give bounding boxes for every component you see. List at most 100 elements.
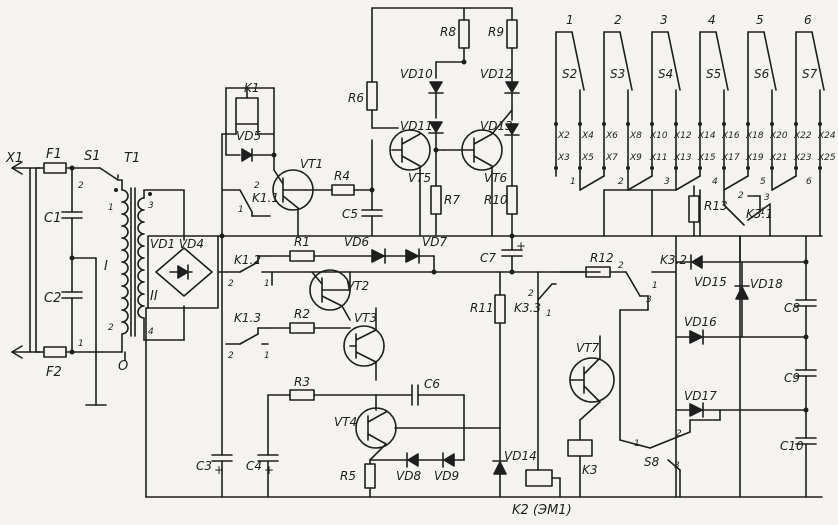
pin-1-t1: 1	[108, 203, 114, 213]
label-col-3: 3	[660, 13, 668, 27]
label-x10: X10	[649, 131, 668, 141]
label-vd6: VD6	[344, 235, 369, 249]
label-s5: S5	[706, 67, 721, 81]
label-s2: S2	[562, 67, 577, 81]
label-vt2: VT2	[346, 279, 369, 293]
vt5-vt6-stage	[366, 7, 523, 273]
label-k3-3: K3.3	[514, 301, 541, 315]
label-x1: X1	[5, 151, 23, 166]
label-c2: C2	[44, 291, 61, 306]
label-x19: X19	[745, 153, 764, 163]
right-bank	[675, 235, 817, 498]
label-vt1: VT1	[300, 157, 323, 171]
label-s1: S1	[84, 149, 101, 164]
pin-1-k13: 1	[264, 351, 270, 361]
output-relays	[492, 271, 593, 498]
label-r12: R12	[590, 251, 614, 265]
label-r7: R7	[444, 193, 460, 207]
label-x23: X23	[793, 153, 812, 163]
pin-col3: 3	[664, 177, 670, 187]
label-r5: R5	[340, 469, 356, 483]
label-k1-1: K1.1	[252, 191, 279, 205]
k1-vt1-stage	[221, 87, 383, 237]
label-x22: X22	[793, 131, 812, 141]
label-k3-1: K3.1	[746, 207, 773, 221]
regulator-stage	[225, 248, 601, 498]
label-x21: X21	[769, 153, 788, 163]
pin-2-k31: 2	[738, 191, 744, 201]
pin-2-k12: 2	[228, 279, 234, 289]
vt7-stage	[559, 266, 721, 498]
label-winding-primary: I	[104, 259, 108, 274]
label-x15: X15	[697, 153, 716, 163]
label-c1: C1	[44, 211, 61, 226]
label-vd1-vd4: VD1 VD4	[150, 237, 204, 251]
label-r4: R4	[334, 169, 350, 183]
label-c4: C4	[246, 459, 262, 473]
label-r1: R1	[294, 235, 310, 249]
label-vd15: VD15	[694, 275, 727, 289]
label-s7: S7	[802, 67, 818, 81]
label-x25: X25	[817, 153, 836, 163]
pin-2-s8: 2	[676, 429, 682, 439]
pin-1-k33: 1	[546, 309, 552, 319]
label-c7: C7	[480, 251, 496, 265]
label-vd5: VD5	[236, 129, 261, 143]
label-winding-secondary: II	[150, 289, 158, 304]
label-x18: X18	[745, 131, 764, 141]
pin-4-t1: 4	[148, 327, 154, 337]
pin-1-k32: 1	[652, 281, 658, 291]
label-vd9: VD9	[434, 469, 459, 483]
label-s6: S6	[754, 67, 770, 81]
label-vt6: VT6	[484, 171, 508, 185]
label-x17: X17	[721, 153, 740, 163]
label-tap-o: O	[118, 359, 128, 374]
label-x2: X2	[557, 131, 570, 141]
pin-1-c2: 1	[78, 339, 84, 349]
label-x13: X13	[673, 153, 692, 163]
labels: X1 F1 F2 S1 T1 C1 C2 I II O VD1 VD4 K1 V…	[5, 13, 836, 518]
label-c5: C5	[342, 207, 358, 221]
pin-col4: 4	[712, 177, 718, 187]
label-k3-2: K3.2	[660, 253, 687, 267]
label-vd12: VD12	[480, 67, 513, 81]
label-vd11: VD11	[400, 119, 433, 133]
label-c8: C8	[784, 301, 800, 315]
label-col-5: 5	[756, 13, 764, 27]
label-x20: X20	[769, 131, 788, 141]
label-c4-plus: +	[264, 463, 274, 477]
label-col-4: 4	[708, 13, 716, 27]
label-x6: X6	[605, 131, 618, 141]
mains-input	[11, 161, 185, 406]
pin-3-k32: 3	[646, 295, 652, 305]
label-c3: C3	[196, 459, 212, 473]
label-x16: X16	[721, 131, 740, 141]
label-r2: R2	[294, 307, 310, 321]
label-c9: C9	[784, 371, 800, 385]
label-vd17: VD17	[684, 389, 717, 403]
pin-3-k31: 3	[764, 193, 770, 203]
pin-3-s8: 3	[674, 461, 680, 471]
label-s4: S4	[658, 67, 673, 81]
label-x4: X4	[581, 131, 594, 141]
label-vd10: VD10	[400, 67, 433, 81]
label-f1: F1	[46, 147, 62, 162]
label-x14: X14	[697, 131, 716, 141]
label-col-1: 1	[566, 13, 574, 27]
switch-bank	[554, 31, 825, 237]
label-vt3: VT3	[354, 311, 377, 325]
pin-col6: 6	[806, 177, 812, 187]
label-x24: X24	[817, 131, 836, 141]
pin-2-k33: 2	[528, 289, 534, 299]
label-x11: X11	[649, 153, 668, 163]
pin-1-k12: 1	[264, 279, 270, 289]
label-r6: R6	[348, 91, 364, 105]
label-r11: R11	[470, 301, 494, 315]
label-r3: R3	[294, 375, 310, 389]
label-k2: K2 (ЭМ1)	[512, 503, 572, 518]
label-col-6: 6	[804, 13, 812, 27]
label-c3-plus: +	[214, 463, 224, 477]
pin-col1: 1	[570, 177, 576, 187]
label-vt7: VT7	[576, 341, 600, 355]
